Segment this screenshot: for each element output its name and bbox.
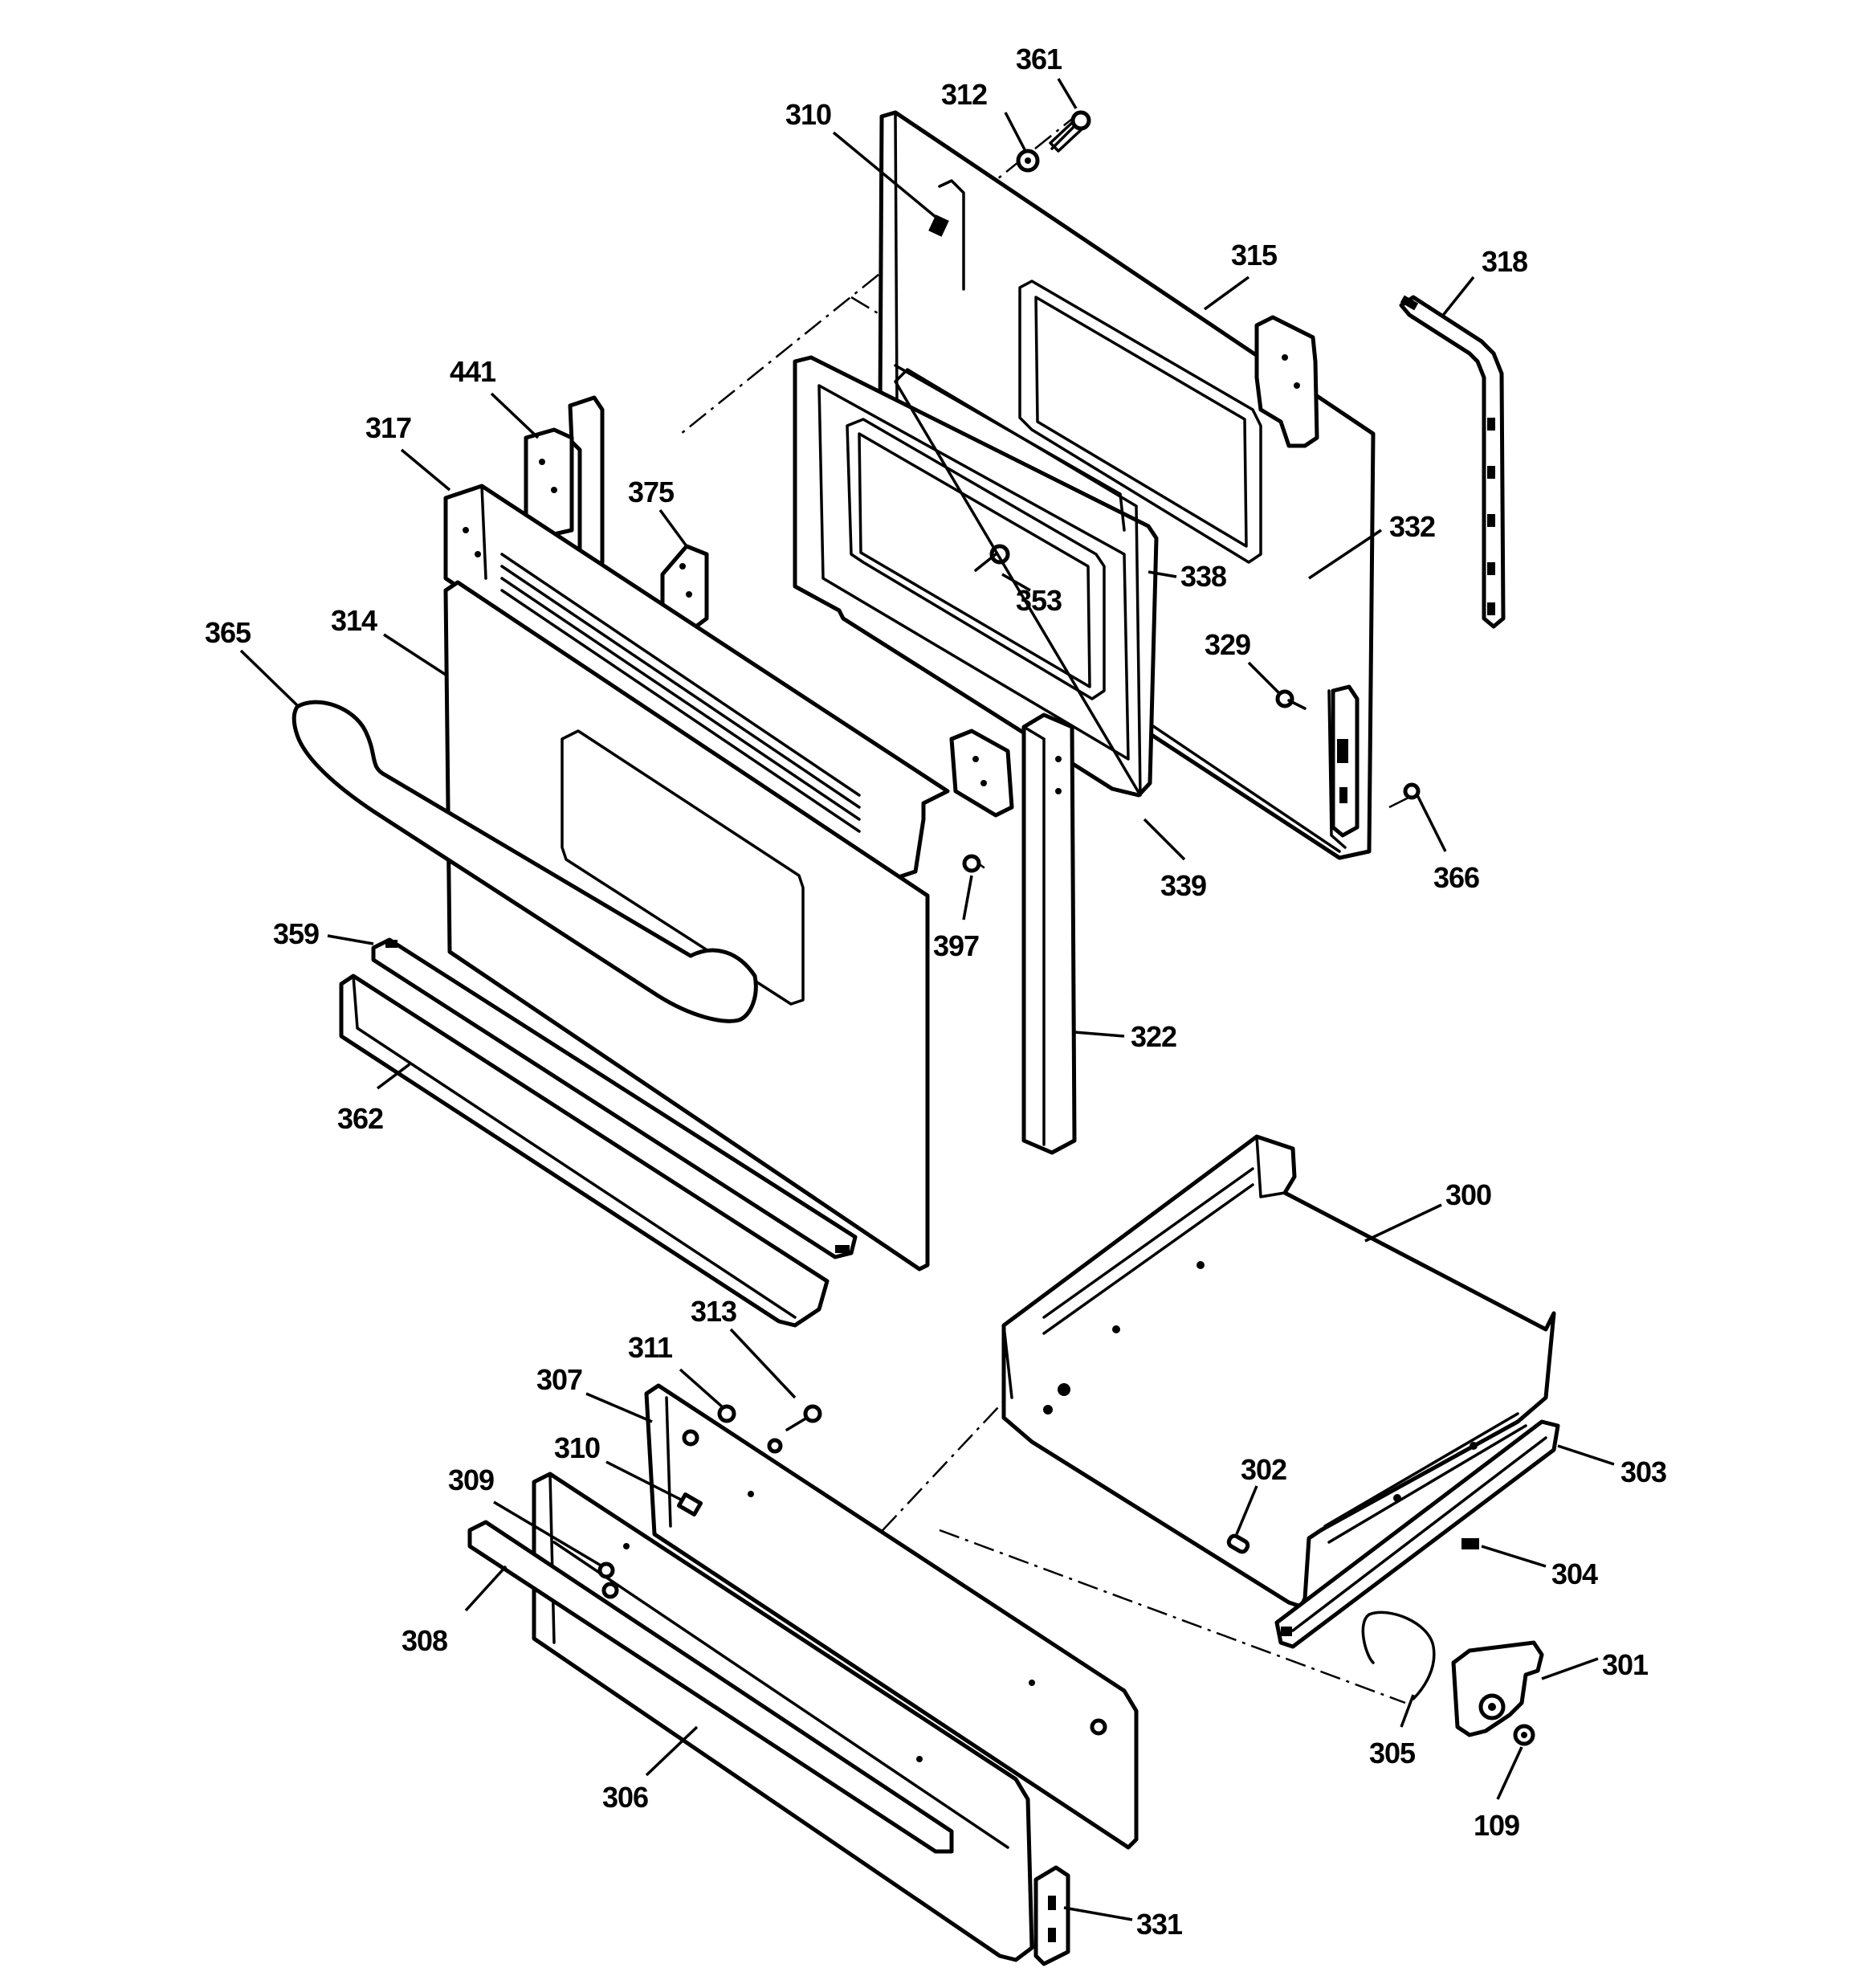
callout-109: 109 [1474, 1809, 1519, 1842]
part-312-washer [1016, 149, 1040, 173]
callout-305: 305 [1369, 1737, 1416, 1770]
part-301-roller-bracket [1451, 1640, 1544, 1737]
part-308-drawer-trim-bar [467, 1520, 954, 1854]
callout-310-bottom: 310 [554, 1431, 600, 1464]
callout-362: 362 [337, 1102, 383, 1135]
callout-312: 312 [941, 78, 987, 111]
part-315-outer-door-panel [877, 110, 1376, 860]
callout-300: 300 [1445, 1178, 1491, 1211]
leader-lines [239, 78, 1615, 1921]
callout-304: 304 [1551, 1557, 1598, 1590]
part-311-nut [717, 1404, 736, 1423]
callout-329: 329 [1205, 628, 1250, 661]
callout-308: 308 [402, 1624, 447, 1657]
callout-314: 314 [331, 604, 377, 637]
callout-301: 301 [1602, 1648, 1649, 1681]
part-441-hinge [524, 395, 605, 569]
callout-361: 361 [1016, 43, 1062, 76]
part-306-drawer-front-panel [532, 1472, 1034, 1962]
callout-375: 375 [628, 476, 675, 508]
callout-315: 315 [1231, 239, 1278, 271]
part-304-clip [1461, 1538, 1479, 1549]
part-302-stud [1226, 1533, 1250, 1554]
part-365-door-handle [291, 700, 758, 1023]
callout-318: 318 [1482, 245, 1527, 278]
callout-307: 307 [536, 1363, 582, 1396]
part-332-hinge-bracket [1254, 315, 1319, 448]
callout-366: 366 [1433, 861, 1479, 894]
callout-441: 441 [450, 355, 496, 388]
part-lower-hinge-bracket [949, 729, 1014, 818]
part-109-nut [1513, 1724, 1535, 1746]
callout-365: 365 [205, 616, 251, 649]
callout-322: 322 [1131, 1020, 1176, 1053]
part-314-door-glass-panel [443, 580, 930, 1272]
callout-309: 309 [448, 1463, 494, 1496]
callout-338: 338 [1180, 560, 1226, 593]
callout-302: 302 [1241, 1453, 1286, 1486]
callout-353: 353 [1016, 584, 1062, 617]
callout-303: 303 [1620, 1455, 1666, 1488]
part-339-side-trim [894, 368, 1142, 797]
part-397-screw [962, 854, 981, 873]
part-359-bottom-trim-bracket [371, 937, 858, 1259]
callout-310-top: 310 [785, 98, 831, 131]
part-362-bottom-kick-panel [339, 974, 830, 1328]
callout-332: 332 [1389, 510, 1435, 543]
callout-331: 331 [1136, 1908, 1183, 1941]
callout-313: 313 [691, 1295, 736, 1328]
part-303-drawer-slide-rail [1274, 1419, 1560, 1649]
callout-labels: 361 312 310 315 318 441 317 375 332 338 … [205, 43, 1667, 1941]
callout-311: 311 [628, 1331, 673, 1364]
part-313-screw [785, 1404, 822, 1431]
part-300-drawer-body [1001, 1134, 1556, 1609]
callout-397: 397 [933, 929, 979, 962]
part-366-screw [1403, 782, 1421, 800]
part-322-door-frame-post [1021, 712, 1077, 1155]
part-331-end-cap [1033, 1865, 1070, 1966]
callout-359: 359 [273, 917, 319, 950]
callout-339: 339 [1160, 869, 1206, 902]
part-329-screw [1275, 689, 1307, 710]
part-307-drawer-inner-panel [644, 1383, 1139, 1850]
callout-317: 317 [365, 411, 411, 444]
callout-306: 306 [602, 1781, 648, 1814]
part-361-screw [1049, 110, 1091, 153]
part-309-screw [597, 1561, 615, 1579]
part-318-door-gasket [1399, 295, 1506, 629]
part-305-retainer-ring [1361, 1610, 1436, 1700]
